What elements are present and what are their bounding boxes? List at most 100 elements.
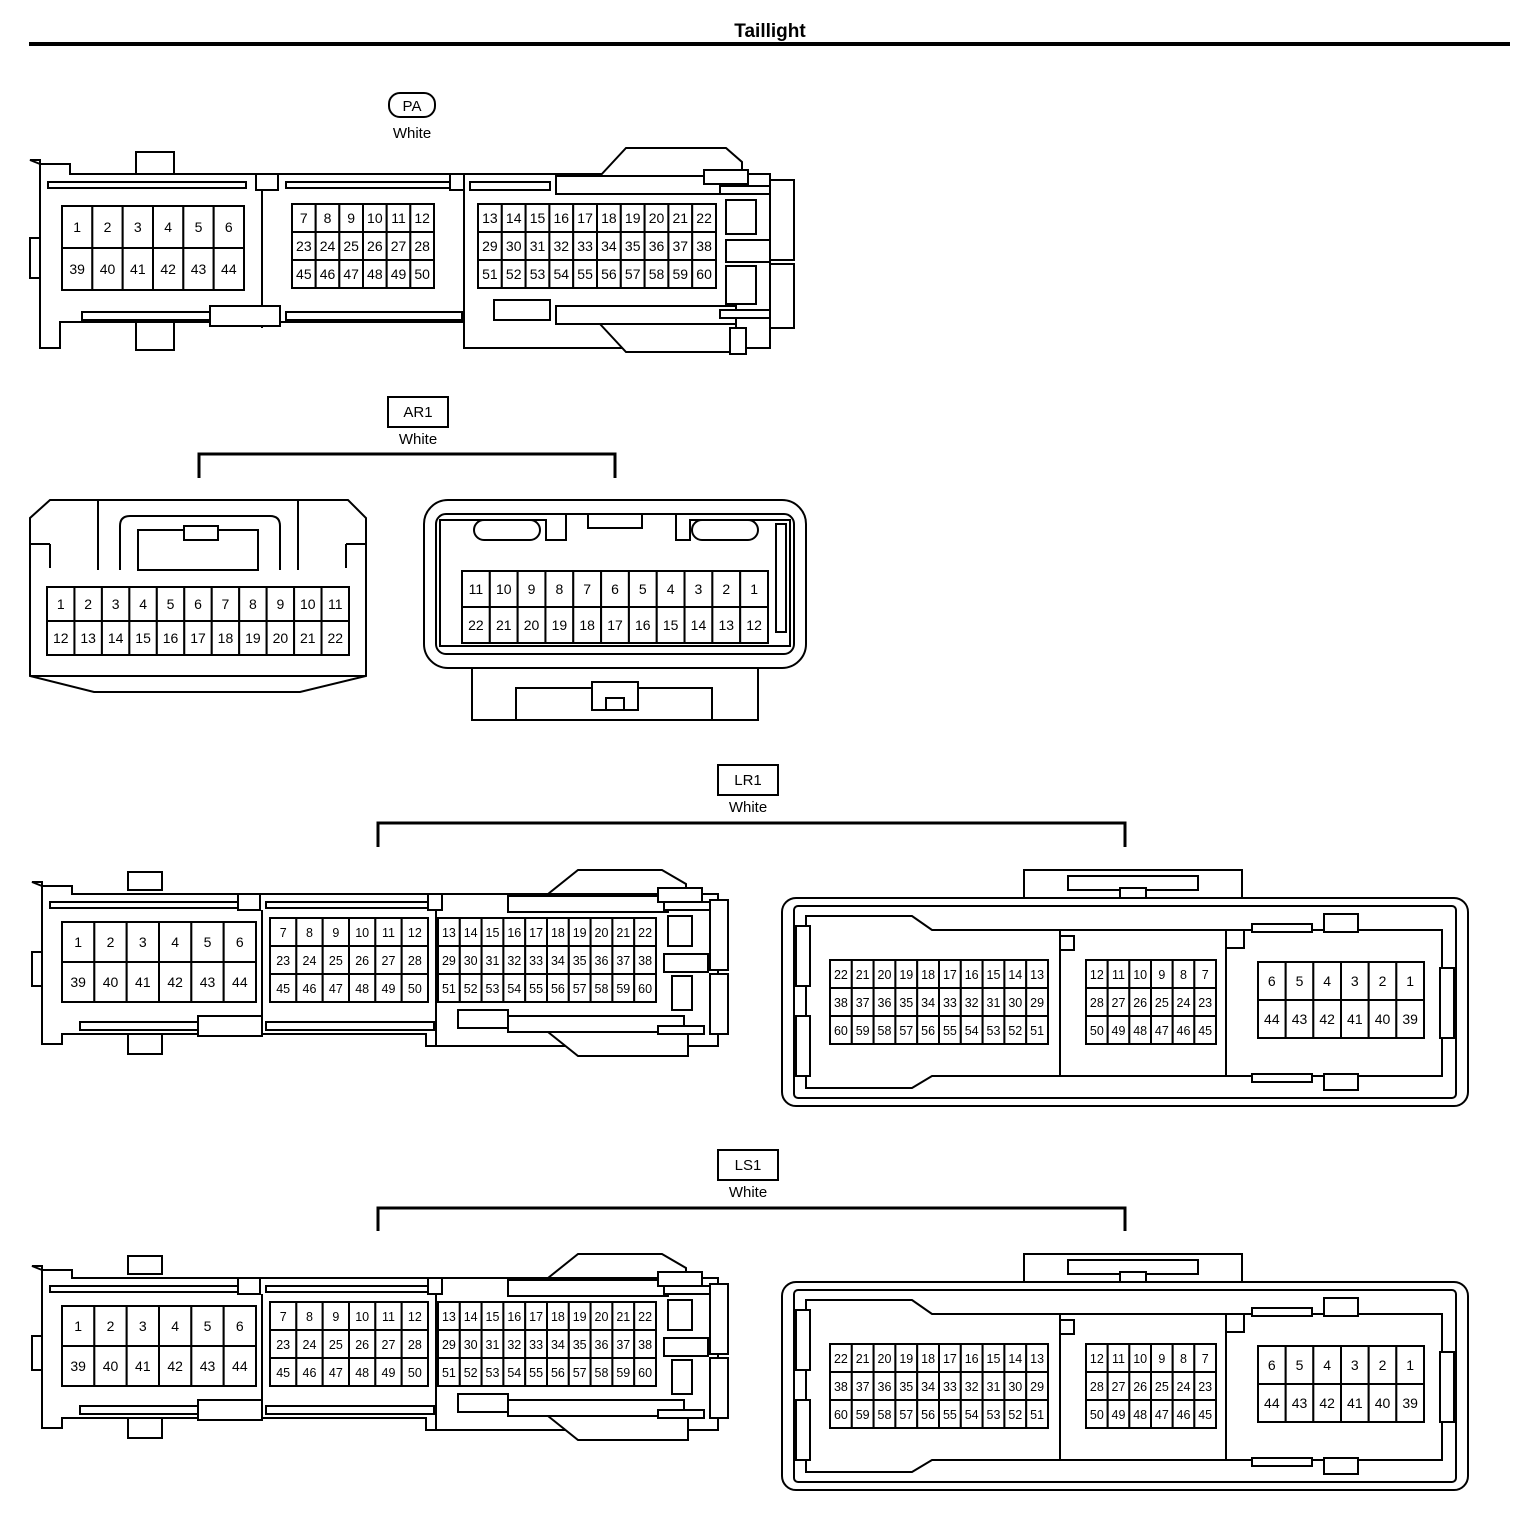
pin-label: 12 xyxy=(408,1310,422,1324)
pin-label: 4 xyxy=(171,934,179,950)
pin-label: 2 xyxy=(1379,1357,1387,1373)
housing-part xyxy=(657,1025,705,1035)
pin-cell xyxy=(1395,1345,1426,1385)
pin-label: 21 xyxy=(496,617,512,633)
pin-label: 3 xyxy=(695,581,703,597)
pin-label: 30 xyxy=(464,954,478,968)
pin-label: 27 xyxy=(1112,996,1126,1010)
housing-part xyxy=(667,1299,693,1331)
pin-label: 54 xyxy=(554,266,570,282)
pin-label: 31 xyxy=(987,996,1001,1010)
pin-label: 41 xyxy=(130,261,146,277)
pin-label: 19 xyxy=(573,1310,587,1324)
pin-cell xyxy=(400,1357,429,1387)
housing-part xyxy=(427,1277,443,1295)
pin-label: 13 xyxy=(442,1310,456,1324)
pin-label: 19 xyxy=(573,926,587,940)
pin-label: 41 xyxy=(135,1358,151,1374)
housing-part xyxy=(449,173,465,191)
pin-label: 9 xyxy=(332,926,339,940)
pin-label: 30 xyxy=(464,1338,478,1352)
pin-label: 43 xyxy=(191,261,207,277)
pin-label: 16 xyxy=(507,1310,521,1324)
pin-label: 2 xyxy=(104,219,112,235)
housing-part xyxy=(725,239,771,263)
pin-cell xyxy=(265,620,296,656)
pin-cell xyxy=(222,1305,258,1347)
pin-label: 24 xyxy=(303,954,317,968)
pin-cell xyxy=(1025,1399,1049,1429)
housing-part xyxy=(663,953,709,973)
pin-label: 57 xyxy=(899,1024,913,1038)
pin-label: 23 xyxy=(1198,996,1212,1010)
housing-part xyxy=(197,1015,263,1037)
pin-label: 29 xyxy=(1030,1380,1044,1394)
pin-cell xyxy=(91,247,124,291)
housing-part xyxy=(769,263,795,329)
pin-label: 5 xyxy=(195,219,203,235)
pin-label: 56 xyxy=(601,266,617,282)
pin-label: 6 xyxy=(225,219,233,235)
pin-cell xyxy=(293,586,323,622)
housing-part xyxy=(127,1255,163,1275)
pin-label: 37 xyxy=(673,238,689,254)
pin-label: 8 xyxy=(306,926,313,940)
pin-label: 4 xyxy=(1323,1357,1331,1373)
pin-label: 26 xyxy=(1133,996,1147,1010)
pin-cell xyxy=(125,961,160,1003)
pin-cell xyxy=(633,1357,658,1387)
pin-label: 52 xyxy=(464,982,478,996)
pin-label: 25 xyxy=(1155,1380,1169,1394)
connector-label-ls1: LS1 White xyxy=(717,1149,779,1201)
pin-label: 49 xyxy=(382,1366,396,1380)
pin-cell xyxy=(61,961,96,1003)
pin-cell xyxy=(222,1345,258,1387)
housing-outline xyxy=(439,513,791,647)
pin-label: 34 xyxy=(601,238,617,254)
connector-color-ls1: White xyxy=(729,1184,767,1201)
pin-label: 19 xyxy=(552,617,568,633)
pin-label: 18 xyxy=(218,630,234,646)
pin-label: 50 xyxy=(1090,1024,1104,1038)
housing-part xyxy=(1225,1313,1245,1333)
pin-label: 53 xyxy=(987,1024,1001,1038)
pin-label: 15 xyxy=(987,1352,1001,1366)
pin-label: 20 xyxy=(595,1310,609,1324)
pin-label: 2 xyxy=(722,581,730,597)
pin-label: 14 xyxy=(1008,968,1022,982)
pin-label: 54 xyxy=(507,1366,521,1380)
housing-part xyxy=(183,525,219,541)
pin-label: 43 xyxy=(1292,1395,1308,1411)
housing-part xyxy=(1225,929,1245,949)
pin-label: 6 xyxy=(1268,1357,1276,1373)
pin-label: 37 xyxy=(616,954,630,968)
pin-label: 48 xyxy=(367,266,383,282)
pin-cell xyxy=(269,1329,298,1359)
pin-label: 43 xyxy=(1292,1011,1308,1027)
housing-part xyxy=(47,181,247,189)
pin-label: 7 xyxy=(1202,968,1209,982)
pin-cell xyxy=(461,570,491,608)
pin-label: 27 xyxy=(382,1338,396,1352)
pin-label: 27 xyxy=(391,238,407,254)
pin-label: 48 xyxy=(1133,1024,1147,1038)
pin-cell xyxy=(128,620,158,656)
pin-label: 38 xyxy=(834,1380,848,1394)
pin-label: 35 xyxy=(625,238,641,254)
pin-label: 11 xyxy=(1112,968,1125,982)
pin-label: 7 xyxy=(280,1310,287,1324)
pin-label: 33 xyxy=(943,1380,957,1394)
pin-label: 51 xyxy=(482,266,498,282)
pin-label: 14 xyxy=(108,630,124,646)
pin-label: 48 xyxy=(1133,1408,1147,1422)
pin-label: 59 xyxy=(856,1024,870,1038)
pin-label: 46 xyxy=(1177,1024,1191,1038)
pin-cell xyxy=(158,1345,193,1387)
pin-label: 22 xyxy=(638,926,652,940)
pin-label: 7 xyxy=(1202,1352,1209,1366)
pin-label: 51 xyxy=(1030,1408,1044,1422)
housing-part xyxy=(1119,1271,1147,1283)
